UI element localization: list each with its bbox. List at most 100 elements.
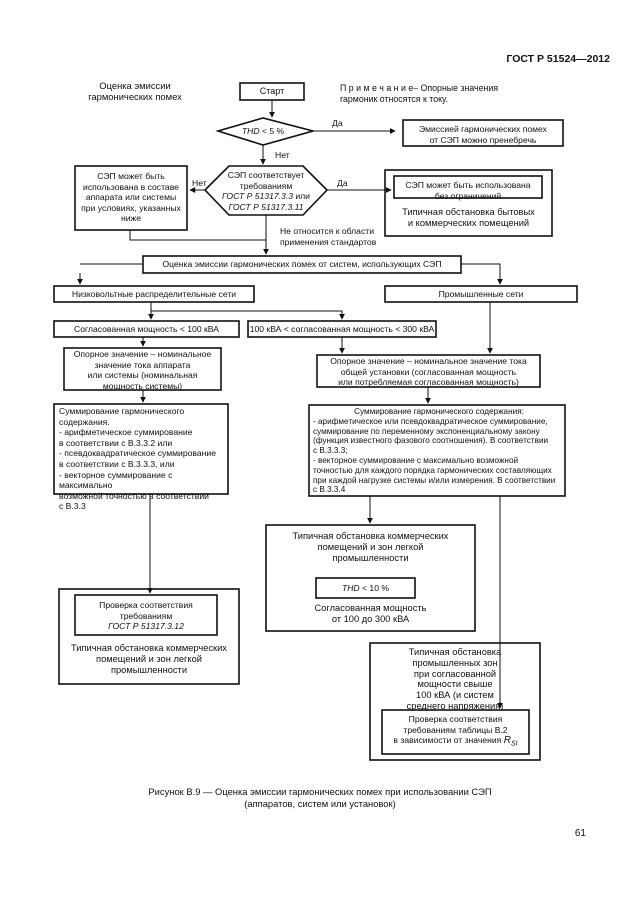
no-label-2: Нет <box>192 178 207 188</box>
industrial-zone-line: среднего напряжения) <box>406 700 504 711</box>
ref-left-line: Опорное значение – номинальное <box>73 349 212 359</box>
sum-right-line: - векторное суммирование с максимально в… <box>313 455 519 465</box>
industrial-zone-line: при согласованной <box>413 668 497 679</box>
ref-right-line: общей установки (согласованная мощность <box>340 366 517 377</box>
ref-right-line: Опорное значение – номинальное значение … <box>330 356 527 366</box>
low-voltage-text: Низковольтные распределительные сети <box>71 289 237 299</box>
power-range-line: Согласованная мощность <box>314 603 427 613</box>
caption-line: Рисунок В.9 — Оценка эмиссии гармоническ… <box>148 786 492 797</box>
sum-left-line: - арифметическое суммирование <box>59 427 193 438</box>
note-label: П р и м е ч а н и е <box>340 83 414 93</box>
power-lt100-text: Согласованная мощность < 100 кВА <box>74 324 219 334</box>
power-100-300-text: 100 кВА < согласованная мощность < 300 к… <box>249 324 435 334</box>
sep-conditions-line: аппарата или системы <box>85 192 177 203</box>
compliance-standard: ГОСТ Р 51317.3.3 <box>222 191 293 202</box>
negligible-line: от СЭП можно пренебречь <box>429 134 537 145</box>
heading-line: Оценка эмиссии <box>99 80 171 91</box>
commercial-mid-line: Типичная обстановка коммерческих <box>292 531 449 541</box>
sep-conditions-line: СЭП может быть <box>97 171 165 181</box>
commercial-mid-line: помещений и зон легкой <box>317 542 424 552</box>
diagram-note: П р и м е ч а н и е– Опорные значения га… <box>340 83 590 105</box>
check-right-line: требованиям таблицы В.2 <box>403 724 508 735</box>
sum-right-box <box>308 404 566 497</box>
power-lt100-box <box>53 320 240 338</box>
ref-left-line: значение тока аппарата <box>94 359 191 370</box>
note-text: гармоник относятся к току. <box>340 93 449 104</box>
ref-right-text: Опорное значение – номинальное значение … <box>317 356 540 388</box>
unrestricted-line: СЭП может быть использована <box>405 180 531 190</box>
heading-line: гармонических помех <box>88 91 182 102</box>
check-right-line: в зависимости от значения <box>393 735 502 746</box>
household-line: и коммерческих помещений <box>407 218 530 228</box>
commercial-left-line: промышленности <box>110 665 188 675</box>
ref-left-box <box>63 347 222 391</box>
start-label: Старт <box>259 86 285 96</box>
check-left-text: Проверка соответствия требованиям ГОСТ Р… <box>75 600 217 632</box>
sum-left-line: - векторное суммирование с максимально <box>59 469 173 491</box>
check-left-line: требованиям <box>119 610 173 621</box>
caption-line: (аппаратов, систем или установок) <box>244 798 396 809</box>
thd10-label: THD < 10 % <box>316 583 415 594</box>
no-label-1: Нет <box>275 150 290 160</box>
industrial-zone-line: мощности свыше <box>417 679 493 690</box>
negligible-text: Эмиссией гармонических помех от СЭП можн… <box>403 124 563 145</box>
sum-left-line: в соответствии с В.3.3.3, или <box>59 458 175 469</box>
compliance-or: или <box>292 191 310 202</box>
ref-left-text: Опорное значение – номинальное значение … <box>64 349 221 391</box>
power-range-line: от 100 до 300 кВА <box>331 614 410 624</box>
thd10-box <box>315 577 416 599</box>
low-voltage-box <box>53 285 255 303</box>
sep-conditions-line: использована в составе <box>83 181 179 192</box>
sum-left-text: Суммирование гармонического содержания. … <box>59 406 227 512</box>
sum-left-line: возможной точностью в соответствии <box>59 490 209 501</box>
rsi-symbol: R <box>503 735 511 747</box>
rsi-subscript: SI <box>510 740 518 748</box>
household-line: Типичная обстановка бытовых <box>402 207 535 217</box>
commercial-left-text: Типичная обстановка коммерческих помещен… <box>59 643 239 676</box>
check-left-line: Проверка соответствия <box>99 600 193 610</box>
compliance-text: СЭП соответствует требованиям ГОСТ Р 513… <box>220 170 312 212</box>
industrial-zone-line: Типичная обстановка <box>408 647 502 657</box>
sum-right-line: (функция известного фазового соотношения… <box>313 436 549 446</box>
power-range-text: Согласованная мощность от 100 до 300 кВА <box>266 603 475 625</box>
sum-right-line: с В.3.3.3; <box>313 446 348 456</box>
sum-right-line: точностью для каждого порядка гармоничес… <box>313 465 552 475</box>
unrestricted-box <box>393 175 543 199</box>
sep-conditions-line: ниже <box>120 213 142 224</box>
check-right-line: Проверка соответствия <box>408 714 503 724</box>
negligible-box <box>402 119 564 147</box>
check-left-standard: ГОСТ Р 51317.3.12 <box>108 621 184 632</box>
industrial-zone-line: 100 кВА (и систем <box>416 690 494 701</box>
sum-right-line: Суммирование гармонического содержания: <box>354 407 524 416</box>
thd-condition: < 5 % <box>259 126 285 136</box>
yes-label-1: Да <box>332 118 343 128</box>
check-right-text: Проверка соответствия требованиям таблиц… <box>382 714 529 751</box>
sum-right-line: - арифметическое или псевдоквадратическо… <box>313 416 548 426</box>
industrial-text: Промышленные сети <box>438 289 524 299</box>
standard-header: ГОСТ Р 51524—2012 <box>506 53 610 65</box>
sum-right-line: при каждой нагрузке системы и/или измере… <box>313 475 556 485</box>
thd-condition: < 10 % <box>359 583 390 593</box>
sum-right-line: с В.3.3.4 <box>313 485 346 495</box>
thd-label: THD <box>341 583 360 593</box>
commercial-left-line: помещений и зон легкой <box>96 654 202 664</box>
sum-left-line: - псевдоквадратическое суммирование <box>59 448 216 459</box>
ref-left-line: мощность системы) <box>102 380 183 391</box>
sum-left-line: в соответствии с В.3.3.2 или <box>59 437 173 448</box>
thd5-label: THD < 5 % <box>228 126 298 137</box>
commercial-left-line: Типичная обстановка коммерческих <box>71 643 227 653</box>
not-applicable-line: Не относится к области <box>280 226 374 236</box>
thd-label: THD <box>241 126 260 136</box>
not-applicable-text: Не относится к области применения станда… <box>280 226 400 247</box>
ref-right-box <box>316 354 541 388</box>
sep-conditions-text: СЭП может быть использована в составе ап… <box>75 171 187 224</box>
check-right-box <box>381 709 530 755</box>
negligible-line: Эмиссией гармонических помех <box>419 124 547 134</box>
diagram-heading: Оценка эмиссии гармонических помех <box>75 80 195 102</box>
sep-conditions-box <box>74 165 188 231</box>
sum-right-line: суммирование по переменному экспоненциал… <box>313 426 540 436</box>
sum-left-box <box>53 403 229 495</box>
unrestricted-line: без ограничений <box>434 190 502 201</box>
